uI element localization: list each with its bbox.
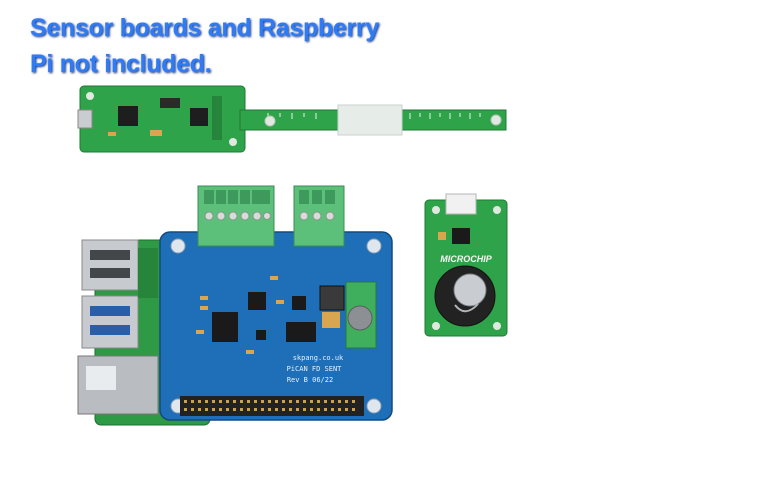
caption-line-1: Sensor boards and Raspberry xyxy=(30,14,379,42)
top-sensor-board xyxy=(77,85,507,153)
microchip-logo-label: MICROCHIP xyxy=(440,254,492,264)
terminal-block-icon xyxy=(197,185,275,247)
inductor-icon xyxy=(319,285,345,311)
microchip-sensor-board: MICROCHIP xyxy=(424,193,508,337)
terminal-block-icon xyxy=(293,185,345,247)
usb-port-icon xyxy=(81,295,139,349)
board-site-label: skpang.co.uk xyxy=(293,354,344,362)
usb-port-icon xyxy=(81,239,139,291)
pican-main-board: skpang.co.uk PiCAN FD SENT Rev B 06/22 xyxy=(159,185,393,421)
board-rev-label: Rev B 06/22 xyxy=(287,376,333,384)
buzzer-icon xyxy=(434,265,496,327)
caption: Sensor boards and Raspberry Pi not inclu… xyxy=(30,10,379,82)
board-name-label: PiCAN FD SENT xyxy=(287,365,343,373)
caption-line-2: Pi not included. xyxy=(30,50,212,78)
gpio-header-icon xyxy=(180,396,364,416)
